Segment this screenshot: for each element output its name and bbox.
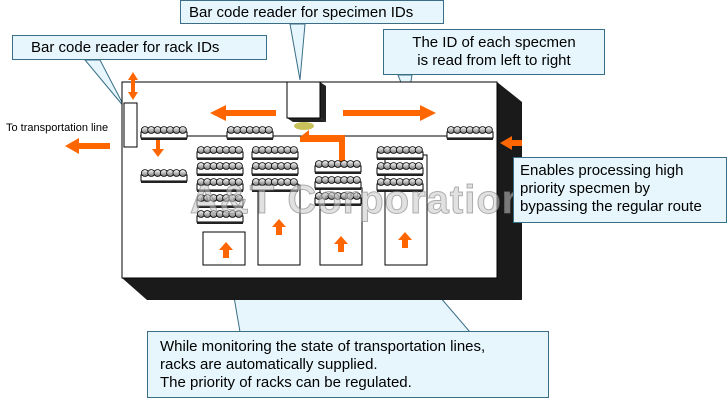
specimen-reader-side [320,82,326,122]
specimen-rack [251,162,299,176]
specimen-tube [178,126,187,134]
arrow-to-transport-line [65,138,110,154]
specimen-tube [178,169,187,177]
arrow-down-to-buffer [152,140,164,157]
specimen-rack [140,126,188,140]
callout-id-order: The ID of each specmen is read from left… [383,29,605,75]
specimen-tube [352,160,361,168]
specimen-rack [251,146,299,160]
machine-bottom-side [122,278,522,300]
callout-priority-line-2: priority specmen by [520,180,651,197]
specimen-rack [314,192,362,206]
specimen-tube [234,210,243,218]
specimen-tube [234,146,243,154]
watermark: A&T Corporation [189,178,528,223]
callout-specimen-reader-text: Bar code reader for specimen IDs [189,4,414,21]
arrow-lane-4-up [398,232,412,248]
specimen-rack [196,162,244,176]
callout-priority-line-1: Enables processing high [520,162,684,179]
arrow-rack-reader-vertical [128,72,138,100]
transport-line-label: To transportation line [6,122,109,134]
specimen-rack [196,178,244,192]
specimen-racks [140,126,494,224]
callout-specimen-reader: Bar code reader for specimen IDs [180,0,444,24]
specimen-reader-pointer [289,23,306,81]
specimen-tube [289,178,298,186]
specimen-tube [234,194,243,202]
specimen-tube [234,162,243,170]
arrow-loop-up [300,130,345,162]
machine-right-side [497,82,522,300]
specimen-rack [196,146,244,160]
callout-rack-reader-text: Bar code reader for rack IDs [31,39,220,56]
specimen-rack [376,162,424,176]
specimen-tube [289,146,298,154]
specimen-tube [234,178,243,186]
specimen-tube [352,176,361,184]
specimen-rack [314,160,362,174]
specimen-tube [484,126,493,134]
specimen-rack [446,126,494,140]
callout-id-order-line-1: The ID of each specmen [412,34,576,51]
callout-monitoring-line-3: The priority of racks can be regulated. [160,374,412,391]
arrow-lane-2-up [272,219,286,235]
callout-priority: Enables processing high priority specmen… [513,157,727,223]
specimen-tube [414,178,423,186]
specimen-tube [264,126,273,134]
specimen-rack [226,126,274,140]
specimen-tube [289,162,298,170]
specimen-id-reader [286,81,321,119]
specimen-tube [414,162,423,170]
callout-monitoring-line-2: racks are automatically supplied. [160,356,378,373]
specimen-rack [376,178,424,192]
callout-priority-line-3: bypassing the regular route [520,198,702,215]
rack-reader-pointer [83,59,126,109]
specimen-rack [314,176,362,190]
arrow-right-on-line [343,105,436,121]
arrow-lane-3-up [334,236,348,252]
specimen-rack [140,169,188,183]
specimen-tube [352,192,361,200]
specimen-rack [196,194,244,208]
arrow-priority-inlet [500,136,522,150]
callout-monitoring-line-1: While monitoring the state of transporta… [160,338,486,355]
specimen-rack [196,210,244,224]
specimen-rack [376,146,424,160]
specimen-tube [414,146,423,154]
callout-id-order-line-2: is read from left to right [417,52,571,69]
arrow-lane-1-up [219,242,233,258]
rack-id-reader [123,102,138,148]
callout-rack-reader: Bar code reader for rack IDs [12,35,267,60]
reader-beam [294,122,314,130]
specimen-reader-bottom [287,118,326,122]
specimen-rack [251,178,299,192]
callout-monitoring: While monitoring the state of transporta… [147,331,549,398]
arrow-left-on-line [210,105,276,121]
